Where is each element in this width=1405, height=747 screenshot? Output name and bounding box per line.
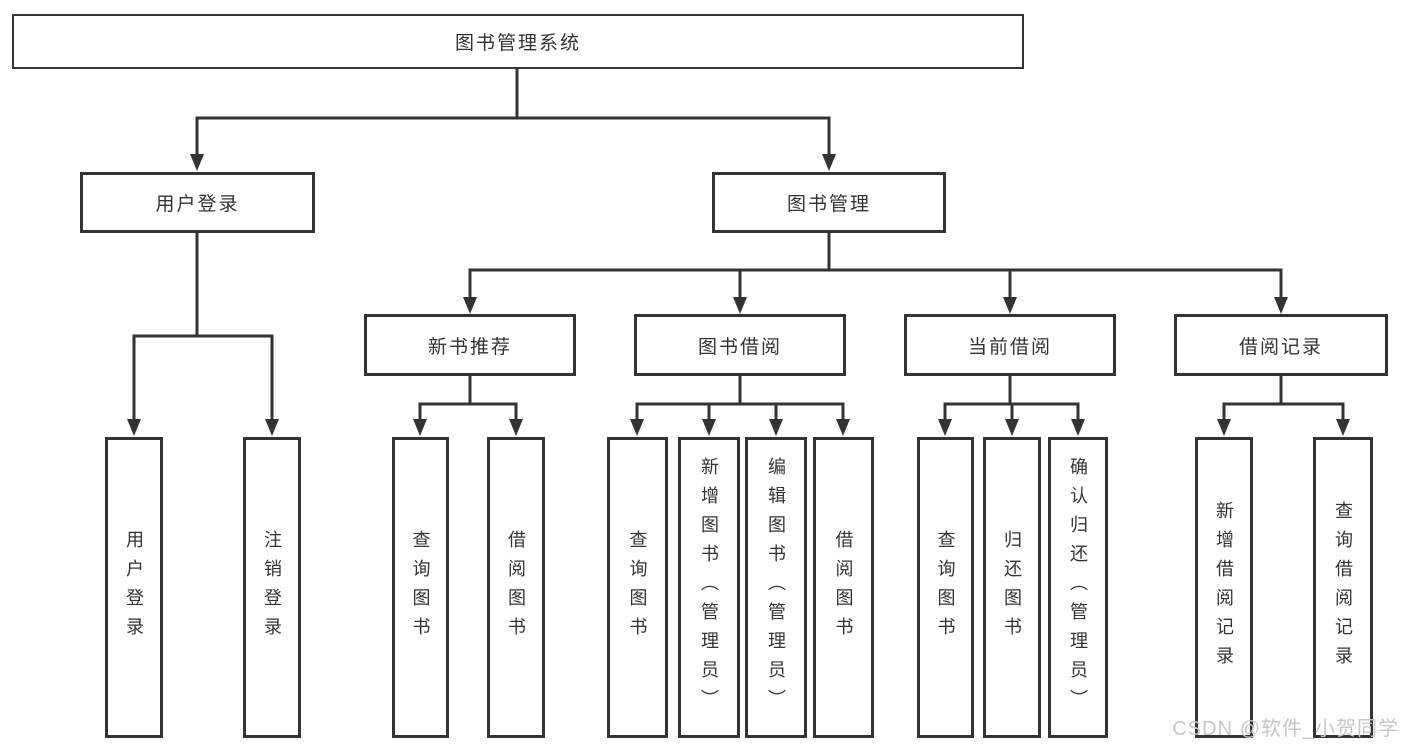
- leaf-recommend-query-books-label: 查询图书: [410, 529, 431, 646]
- leaf-current-query-books: 查询图书: [917, 437, 974, 738]
- arrowheads-current-borrow: [938, 419, 1085, 436]
- arrowheads-level2: [190, 154, 836, 171]
- node-borrow-records: 借阅记录: [1174, 314, 1388, 376]
- node-book-management: 图书管理: [712, 172, 946, 233]
- leaf-confirm-return-admin-label: 确认归还（管理员）: [1068, 457, 1088, 718]
- leaf-query-borrow-record: 查询借阅记录: [1313, 437, 1373, 738]
- leaf-return-books-label: 归还图书: [1002, 529, 1022, 646]
- connector-borrow-records-branch: [1222, 376, 1345, 420]
- leaf-borrow-query-books: 查询图书: [607, 437, 668, 738]
- leaf-add-borrow-record-label: 新增借阅记录: [1214, 500, 1234, 675]
- node-current-borrow: 当前借阅: [904, 314, 1116, 376]
- connector-book-borrow-branch: [635, 376, 845, 420]
- node-user-login-label: 用户登录: [155, 194, 240, 215]
- node-current-borrow-label: 当前借阅: [967, 336, 1052, 358]
- leaf-add-books-admin-label: 新增图书（管理员）: [699, 457, 719, 718]
- node-borrow-records-label: 借阅记录: [1238, 336, 1323, 358]
- connector-current-borrow-branch: [943, 376, 1080, 420]
- arrowheads-borrow-records: [1217, 419, 1350, 436]
- csdn-watermark: CSDN @软件_小贺同学: [1172, 718, 1399, 740]
- leaf-add-books-admin: 新增图书（管理员）: [678, 437, 740, 738]
- connector-new-book-recommend-branch: [418, 376, 518, 420]
- leaf-borrow-books-label: 借阅图书: [833, 529, 854, 646]
- leaf-confirm-return-admin: 确认归还（管理员）: [1048, 437, 1108, 738]
- arrowheads-book-borrow: [630, 419, 850, 436]
- leaf-recommend-borrow-books-label: 借阅图书: [506, 529, 526, 646]
- node-book-borrow-label: 图书借阅: [697, 336, 782, 358]
- leaf-edit-books-admin: 编辑图书（管理员）: [745, 437, 807, 738]
- leaf-logout: 注销登录: [243, 437, 301, 738]
- arrowheads-level3: [463, 297, 1288, 314]
- connector-root-to-level2: [195, 69, 831, 155]
- node-book-management-label: 图书管理: [786, 194, 871, 215]
- leaf-return-books: 归还图书: [983, 437, 1041, 738]
- node-new-book-recommend-label: 新书推荐: [427, 336, 512, 358]
- leaf-borrow-books: 借阅图书: [813, 437, 874, 738]
- leaf-query-borrow-record-label: 查询借阅记录: [1333, 500, 1353, 675]
- leaf-user-login-label: 用户登录: [124, 529, 144, 646]
- node-root: 图书管理系统: [12, 14, 1024, 69]
- arrowheads-user-login-leaves: [127, 419, 279, 436]
- node-new-book-recommend: 新书推荐: [364, 314, 576, 376]
- leaf-edit-books-admin-label: 编辑图书（管理员）: [766, 457, 786, 718]
- leaf-logout-label: 注销登录: [262, 529, 282, 646]
- connector-user-login-branch: [132, 233, 274, 420]
- node-user-login: 用户登录: [80, 172, 315, 233]
- node-root-label: 图书管理系统: [454, 33, 581, 54]
- leaf-add-borrow-record: 新增借阅记录: [1195, 437, 1253, 738]
- leaf-current-query-books-label: 查询图书: [935, 529, 956, 646]
- node-book-borrow: 图书借阅: [634, 314, 846, 376]
- leaf-recommend-query-books: 查询图书: [392, 437, 449, 738]
- connector-book-management-branch: [468, 233, 1283, 298]
- leaf-recommend-borrow-books: 借阅图书: [487, 437, 545, 738]
- leaf-user-login: 用户登录: [105, 437, 163, 738]
- leaf-borrow-query-books-label: 查询图书: [627, 529, 648, 646]
- arrowheads-new-book-recommend: [413, 419, 523, 436]
